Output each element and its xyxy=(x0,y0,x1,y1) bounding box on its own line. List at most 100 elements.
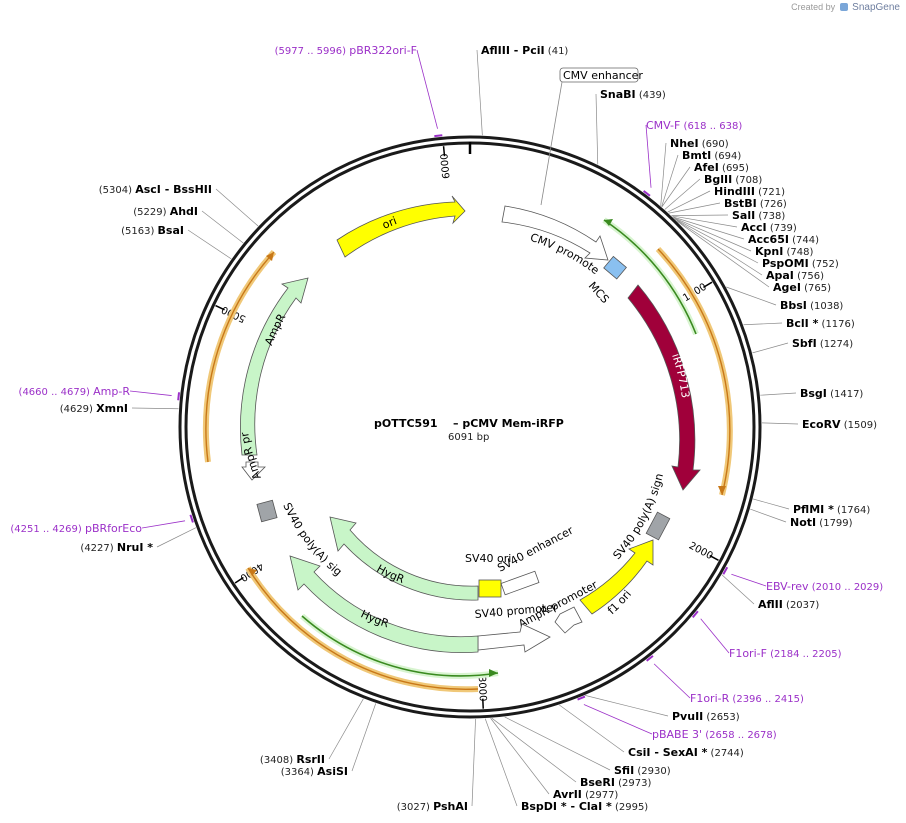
enzyme-line xyxy=(504,716,611,771)
enzyme-line xyxy=(201,210,244,244)
plasmid-name: pOTTC591 xyxy=(374,417,438,430)
primer-label: (5977 .. 5996) pBR322ori-F xyxy=(275,44,417,57)
enzyme-line xyxy=(584,695,669,717)
primer-mark xyxy=(577,695,586,701)
feature-sv40-ori: SV40 ori xyxy=(465,552,511,598)
primer-mark xyxy=(643,190,651,197)
primer-label: (4251 .. 4269) pBRforEco xyxy=(10,522,142,535)
enzyme-line xyxy=(671,215,738,228)
primer-label: EBV-rev (2010 .. 2029) xyxy=(766,580,883,593)
enzyme-label: BstBI (726) xyxy=(724,197,787,210)
enzyme-label: (5163) BsaI xyxy=(121,224,184,237)
orange-arcs xyxy=(203,246,733,693)
primer-mark xyxy=(189,514,194,523)
enzyme-line xyxy=(215,188,259,227)
enzyme-line xyxy=(672,216,745,240)
feature-hygr-inner: HygR xyxy=(329,516,479,601)
enzyme-label: BsgI (1417) xyxy=(800,387,863,400)
enzyme-label: (3408) RsrII xyxy=(260,753,325,766)
primer-mark xyxy=(692,610,699,619)
enzyme-line xyxy=(674,218,759,264)
enzyme-label: PflMI * (1764) xyxy=(793,503,870,516)
enzyme-line xyxy=(491,717,577,783)
enzyme-line xyxy=(187,229,232,260)
feature-sv40-polya-right: SV40 poly(A) signal xyxy=(0,0,671,562)
feature-label-ampr-promoter-left: AmpR promoter xyxy=(0,0,264,481)
credit-created-by: Created by xyxy=(791,2,836,12)
enzyme-label: CsiI - SexAI * (2744) xyxy=(628,746,744,759)
feature-cmv-enhancer: CMV enhancer xyxy=(540,67,643,206)
feature-ampr-promoter-left: AmpR promoter xyxy=(0,0,266,481)
enzyme-label: BclI * (1176) xyxy=(786,317,855,330)
enzyme-line xyxy=(328,698,364,760)
enzyme-label: EcoRV (1509) xyxy=(802,418,877,431)
enzyme-line xyxy=(667,190,711,213)
enzyme-label: SfiI (2930) xyxy=(614,764,671,777)
enzyme-label: (4227) NruI * xyxy=(80,541,153,554)
enzyme-line xyxy=(750,508,787,523)
feature-sv40-enhancer: SV40 enhancer xyxy=(495,524,576,596)
enzyme-line xyxy=(559,704,625,753)
enzyme-line xyxy=(677,221,770,288)
svg-text:AmpR promoter: AmpR promoter xyxy=(0,0,264,481)
enzyme-line xyxy=(761,422,799,425)
primer-line xyxy=(653,663,691,699)
enzyme-line xyxy=(661,166,691,208)
enzyme-line xyxy=(675,219,763,276)
enzyme-label: (3364) AsiSI xyxy=(281,765,348,778)
enzyme-label: BglII (708) xyxy=(704,173,762,186)
enzyme-label: HindIII (721) xyxy=(714,185,785,198)
enzyme-line xyxy=(484,718,518,807)
enzyme-line xyxy=(156,527,197,548)
enzyme-line xyxy=(131,407,179,410)
enzyme-label: Acc65I (744) xyxy=(748,233,819,246)
enzyme-line xyxy=(660,142,667,206)
plasmid-size: 6091 bp xyxy=(448,432,489,443)
tick-label: 2000 xyxy=(687,540,715,562)
tick-label: 6000 xyxy=(439,153,452,179)
enzyme-label: PspOMI (752) xyxy=(762,257,839,270)
feature-sv40-promoter: SV40 promoter xyxy=(474,601,558,653)
primer-line xyxy=(731,573,767,587)
enzyme-line xyxy=(752,342,789,354)
feature-label-mcs: MCS xyxy=(586,279,612,306)
enzyme-label: NheI (690) xyxy=(670,137,729,150)
enzyme-line xyxy=(351,703,377,772)
enzyme-line xyxy=(595,93,599,165)
enzyme-label: (5229) AhdI xyxy=(133,205,198,218)
enzyme-label: AvrII (2977) xyxy=(553,788,618,801)
credit-brand: SnapGene xyxy=(852,2,900,13)
svg-text:SV40 poly(A) signal: SV40 poly(A) signal xyxy=(0,0,666,562)
feature-ori: ori xyxy=(336,195,466,258)
enzyme-labels: AflIII - PciI (41)SnaBI (439)NheI (690)B… xyxy=(60,44,877,813)
enzyme-label: AflII (2037) xyxy=(758,598,819,611)
enzyme-lines xyxy=(131,49,799,807)
tick-mark xyxy=(442,146,446,157)
enzyme-label: BspDI * - ClaI * (2995) xyxy=(521,800,648,813)
enzyme-label: AfeI (695) xyxy=(694,161,749,174)
primer-label: pBABE 3' (2658 .. 2678) xyxy=(652,728,777,741)
snapgene-credit: Created by SnapGene xyxy=(791,2,900,13)
enzyme-line xyxy=(726,286,777,306)
feature-label-sv40-enhancer: SV40 enhancer xyxy=(495,524,575,575)
enzyme-line xyxy=(673,217,752,252)
enzyme-line xyxy=(671,214,729,216)
primer-mark xyxy=(722,566,729,575)
tick-mark xyxy=(709,554,719,561)
tick-mark xyxy=(215,304,225,311)
enzyme-label: PvuII (2653) xyxy=(672,710,740,723)
enzyme-line xyxy=(743,322,783,326)
snapgene-logo-icon xyxy=(839,3,848,11)
enzyme-label: NotI (1799) xyxy=(790,516,853,529)
primer-line xyxy=(645,124,652,188)
enzyme-label: (4629) XmnI xyxy=(60,402,128,415)
tick-label: 3000 xyxy=(476,676,488,702)
primer-line xyxy=(583,704,653,735)
feature-label-sv40-polya-right: SV40 poly(A) signal xyxy=(0,0,666,562)
primer-line xyxy=(141,520,186,529)
tick-mark xyxy=(703,281,713,288)
enzyme-label: SbfI (1274) xyxy=(792,337,853,350)
enzyme-label: BmtI (694) xyxy=(682,149,741,162)
enzyme-label: BbsI (1038) xyxy=(780,299,843,312)
